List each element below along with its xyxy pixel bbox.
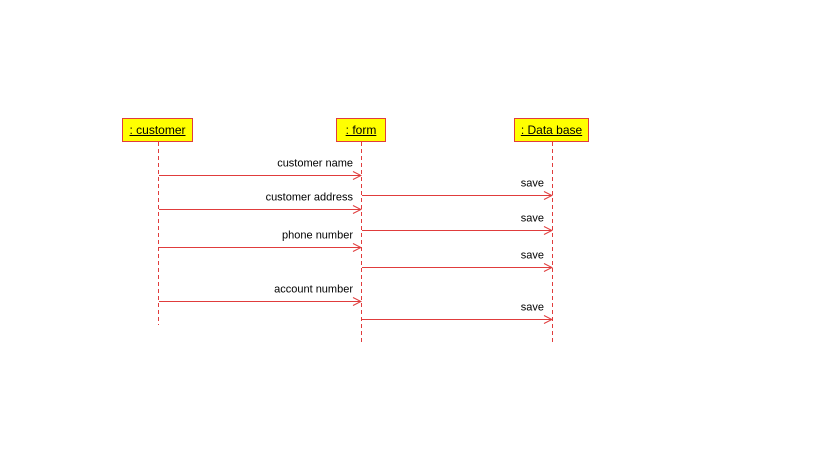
message-label: save bbox=[521, 213, 544, 225]
message-label: phone number bbox=[282, 230, 353, 242]
lifeline-customer-header[interactable]: : customer bbox=[122, 118, 193, 142]
message-label: customer address bbox=[266, 192, 354, 204]
message-label: save bbox=[521, 302, 544, 314]
message-label: save bbox=[521, 250, 544, 262]
message-label: customer name bbox=[277, 158, 353, 170]
message-2[interactable]: save bbox=[362, 178, 552, 196]
lifeline-database-header[interactable]: : Data base bbox=[514, 118, 589, 142]
message-label: save bbox=[521, 178, 544, 190]
message-1[interactable]: customer name bbox=[159, 158, 361, 176]
message-6[interactable]: save bbox=[362, 250, 552, 268]
message-5[interactable]: phone number bbox=[159, 230, 361, 248]
message-3[interactable]: customer address bbox=[159, 192, 361, 210]
message-4[interactable]: save bbox=[362, 213, 552, 231]
message-label: account number bbox=[274, 284, 353, 296]
message-7[interactable]: account number bbox=[159, 284, 361, 302]
lifeline-lines bbox=[158, 142, 553, 343]
message-8[interactable]: save bbox=[362, 302, 552, 320]
lifeline-form-header[interactable]: : form bbox=[336, 118, 386, 142]
messages: customer name save customer address save pho… bbox=[159, 158, 552, 320]
